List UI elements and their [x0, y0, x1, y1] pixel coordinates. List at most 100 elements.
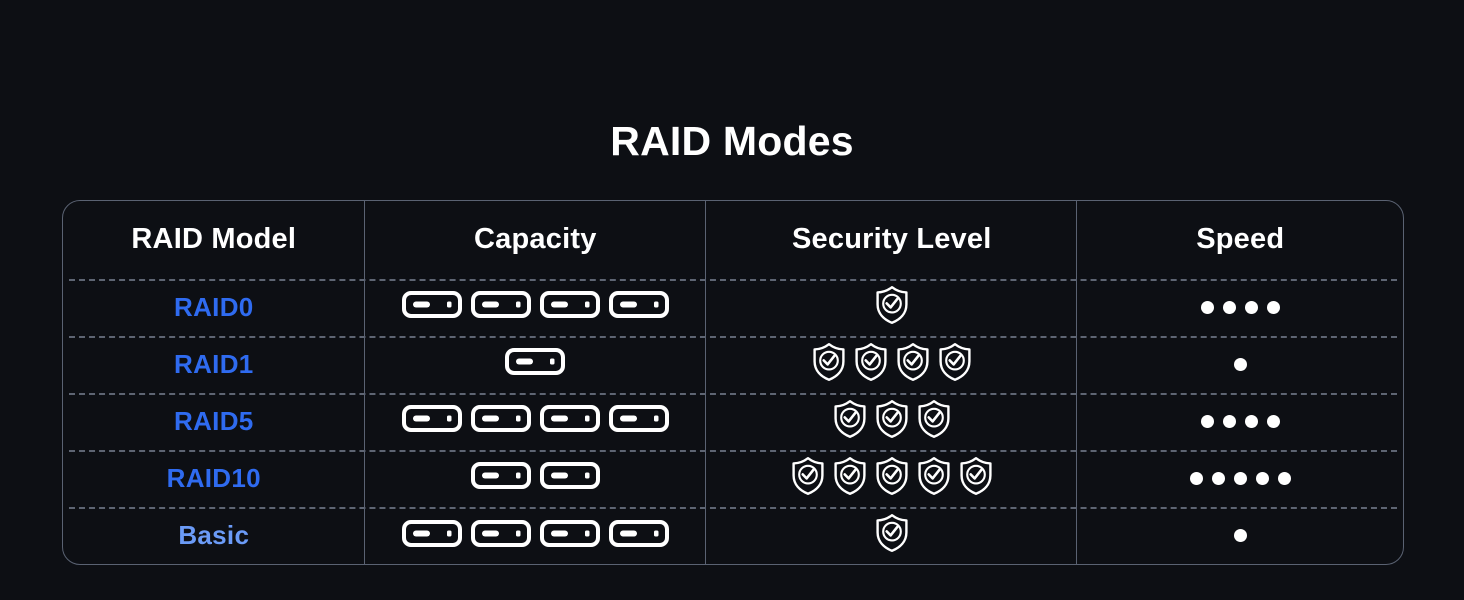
dot-icon — [1244, 414, 1258, 428]
speed-dot-group — [1200, 414, 1280, 428]
dot-icon — [1222, 414, 1236, 428]
column-header-label: Capacity — [474, 223, 597, 256]
capacity-drive-group — [401, 291, 669, 323]
table-row: RAID5 — [63, 392, 1403, 450]
cell-model: Basic — [63, 506, 365, 564]
drive-icon — [401, 291, 462, 323]
page-title: RAID Modes — [610, 118, 854, 164]
capacity-drive-group — [401, 519, 669, 552]
shield-check-icon — [831, 398, 869, 445]
shield-check-icon — [915, 398, 953, 445]
table-body: RAID Model Capacity Security Level Speed… — [63, 201, 1403, 564]
cell-capacity — [365, 278, 707, 336]
raid-mode-label: RAID0 — [174, 291, 254, 322]
shield-check-icon — [936, 341, 974, 388]
drive-icon — [470, 462, 531, 494]
cell-capacity — [365, 449, 707, 508]
cell-capacity — [365, 392, 707, 450]
speed-dot-group — [1233, 529, 1247, 542]
cell-model: RAID10 — [63, 449, 365, 508]
dot-icon — [1233, 471, 1247, 485]
security-shield-group — [789, 455, 995, 502]
dot-icon — [1200, 300, 1214, 314]
security-shield-group — [810, 341, 974, 388]
drive-icon — [539, 405, 600, 437]
raid-mode-label: RAID10 — [166, 462, 261, 493]
column-header-label: RAID Model — [131, 223, 297, 256]
shield-check-icon — [894, 341, 932, 388]
dot-icon — [1211, 471, 1225, 485]
shield-check-icon — [789, 455, 827, 502]
drive-icon — [608, 291, 669, 323]
dot-icon — [1266, 414, 1280, 428]
drive-icon — [505, 348, 566, 380]
capacity-drive-group — [505, 348, 566, 380]
dot-icon — [1222, 300, 1236, 314]
dot-icon — [1244, 300, 1258, 314]
dot-icon — [1200, 414, 1214, 428]
drive-icon — [539, 519, 600, 552]
cell-security — [706, 392, 1078, 450]
cell-speed — [1077, 279, 1403, 336]
raid-mode-label: RAID5 — [174, 405, 254, 436]
cell-model: RAID0 — [63, 278, 365, 336]
shield-check-icon — [873, 398, 911, 445]
cell-security — [706, 449, 1078, 508]
drive-icon — [539, 291, 600, 323]
capacity-drive-group — [401, 405, 669, 437]
cell-speed — [1077, 507, 1403, 564]
cell-capacity — [365, 506, 707, 564]
speed-dot-group — [1200, 300, 1280, 314]
cell-speed — [1077, 450, 1403, 507]
dot-icon — [1255, 471, 1269, 485]
dot-icon — [1266, 300, 1280, 314]
shield-check-icon — [873, 455, 911, 502]
security-shield-group — [831, 398, 953, 445]
cell-security — [706, 335, 1078, 393]
capacity-drive-group — [470, 462, 600, 494]
drive-icon — [539, 462, 600, 494]
column-header-model: RAID Model — [63, 201, 365, 279]
shield-check-icon — [852, 341, 890, 388]
drive-icon — [470, 291, 531, 323]
dot-icon — [1277, 471, 1291, 485]
shield-check-icon — [915, 455, 953, 502]
dot-icon — [1233, 529, 1247, 542]
table-row: RAID1 — [63, 335, 1403, 393]
drive-icon — [401, 519, 462, 552]
column-header-security: Security Level — [706, 201, 1078, 279]
cell-security — [706, 506, 1078, 564]
table-row: Basic — [63, 506, 1403, 564]
column-header-label: Speed — [1196, 223, 1285, 256]
shield-check-icon — [873, 512, 911, 559]
table-header-row: RAID Model Capacity Security Level Speed — [63, 201, 1403, 279]
raid-mode-label: RAID1 — [174, 348, 254, 379]
cell-speed — [1077, 336, 1403, 393]
drive-icon — [470, 519, 531, 552]
dot-icon — [1189, 471, 1203, 485]
shield-check-icon — [957, 455, 995, 502]
cell-capacity — [365, 335, 707, 393]
column-header-capacity: Capacity — [365, 201, 707, 279]
column-header-label: Security Level — [792, 223, 992, 256]
security-shield-group — [873, 512, 911, 559]
column-header-speed: Speed — [1077, 201, 1403, 279]
drive-icon — [608, 519, 669, 552]
table-row: RAID0 — [63, 278, 1403, 336]
raid-mode-label: Basic — [178, 520, 250, 550]
raid-modes-table: RAID Model Capacity Security Level Speed… — [62, 200, 1404, 565]
shield-check-icon — [831, 455, 869, 502]
speed-dot-group — [1189, 471, 1291, 485]
cell-model: RAID1 — [63, 335, 365, 393]
security-shield-group — [873, 284, 911, 331]
drive-icon — [470, 405, 531, 437]
cell-security — [706, 278, 1078, 336]
table-row: RAID10 — [63, 449, 1403, 508]
drive-icon — [401, 405, 462, 437]
cell-speed — [1077, 393, 1403, 450]
shield-check-icon — [873, 284, 911, 331]
cell-model: RAID5 — [63, 392, 365, 450]
dot-icon — [1233, 357, 1247, 371]
shield-check-icon — [810, 341, 848, 388]
